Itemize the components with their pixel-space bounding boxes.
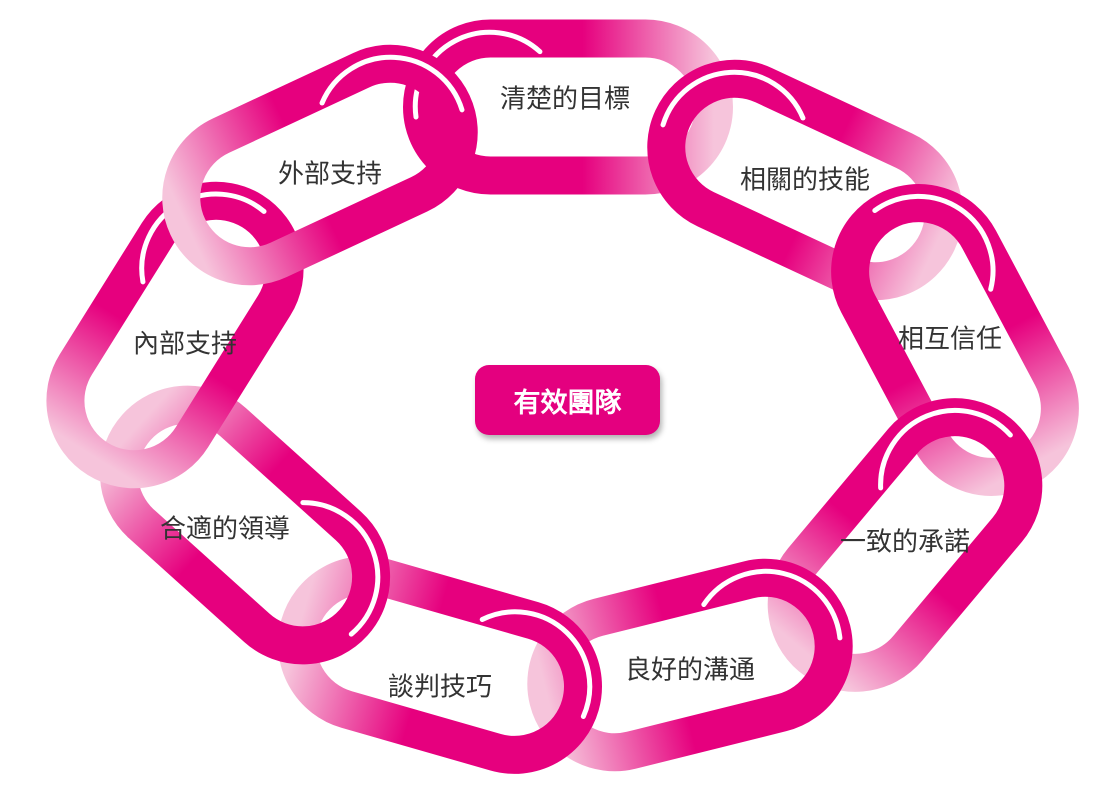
link-label: 良好的溝通 xyxy=(624,655,756,686)
link-label: 一致的承諾 xyxy=(839,527,971,558)
chain-link xyxy=(647,59,963,301)
chain-link xyxy=(99,385,391,665)
link-label: 合適的領導 xyxy=(159,514,291,545)
chain-link xyxy=(527,558,853,772)
link-highlight xyxy=(878,407,1013,491)
chain-link xyxy=(767,398,1043,692)
link-highlight xyxy=(479,609,593,720)
link-highlight xyxy=(701,568,843,641)
link-highlight xyxy=(300,500,381,637)
link-label: 談判技巧 xyxy=(387,672,493,703)
chain-link xyxy=(162,44,478,286)
link-label: 清楚的目標 xyxy=(499,84,631,115)
link-label: 外部支持 xyxy=(277,159,383,190)
link-highlight xyxy=(872,193,996,292)
link-label: 內部支持 xyxy=(132,329,238,360)
chain-link xyxy=(278,556,602,774)
link-highlight xyxy=(412,29,543,120)
center-badge: 有效團隊 xyxy=(475,365,660,435)
link-label: 相互信任 xyxy=(897,324,1003,355)
link-highlight xyxy=(319,54,465,113)
chain-link xyxy=(403,19,733,195)
link-label: 相關的技能 xyxy=(739,165,871,196)
link-highlight xyxy=(660,69,806,128)
